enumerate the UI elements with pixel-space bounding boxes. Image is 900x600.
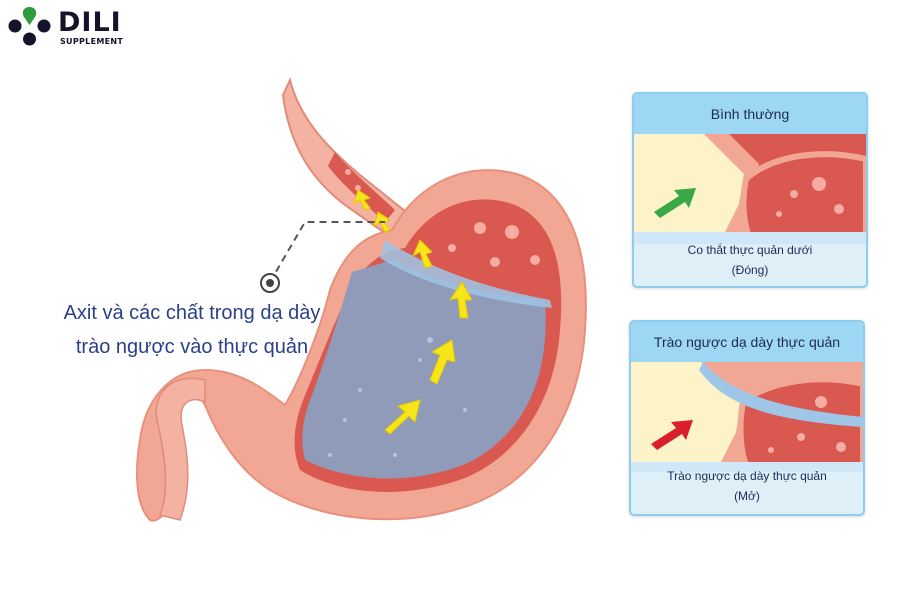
fluid-specks xyxy=(328,337,467,457)
red-arrow-icon xyxy=(651,420,693,450)
panel-normal-label-line1: Co thắt thực quản dưới xyxy=(687,243,813,257)
logo-mark-icon xyxy=(8,7,51,46)
caption: Axit và các chất trong dạ dày trào ngược… xyxy=(12,296,372,364)
acid-reflux-arrows xyxy=(353,189,473,435)
green-arrow-icon xyxy=(654,188,696,218)
panel-reflux-label-line1: Trào ngược dạ dày thực quản xyxy=(667,469,827,483)
caption-line-1: Axit và các chất trong dạ dày xyxy=(63,302,321,324)
panel-reflux-label: Trào ngược dạ dày thực quản (Mở) xyxy=(631,466,863,506)
stomach-illustration xyxy=(136,77,587,522)
stomach-fluid xyxy=(302,260,546,479)
bubbles xyxy=(345,169,540,267)
panel-normal-label: Co thắt thực quản dưới (Đóng) xyxy=(634,240,866,280)
panel-reflux: Trào ngược dạ dày thực quản Trào ngược d… xyxy=(629,320,865,516)
panel-normal-label-line2: (Đóng) xyxy=(731,263,769,277)
dili-logo: DILI SUPPLEMENT xyxy=(6,4,126,48)
logo-name: DILI xyxy=(58,7,122,38)
panel-normal-title: Bình thường xyxy=(634,94,866,134)
leader-line xyxy=(269,221,385,283)
panel-reflux-label-line2: (Mở) xyxy=(734,489,760,503)
panel-normal: Bình thường Co thắt thực quản dưới (Đóng… xyxy=(632,92,868,288)
panel-reflux-title: Trào ngược dạ dày thực quản xyxy=(631,322,863,362)
panel-normal-illustration xyxy=(634,134,866,244)
panel-reflux-illustration xyxy=(631,362,863,472)
logo-tagline: SUPPLEMENT xyxy=(60,37,124,46)
caption-line-2: trào ngược vào thực quản xyxy=(75,336,309,358)
